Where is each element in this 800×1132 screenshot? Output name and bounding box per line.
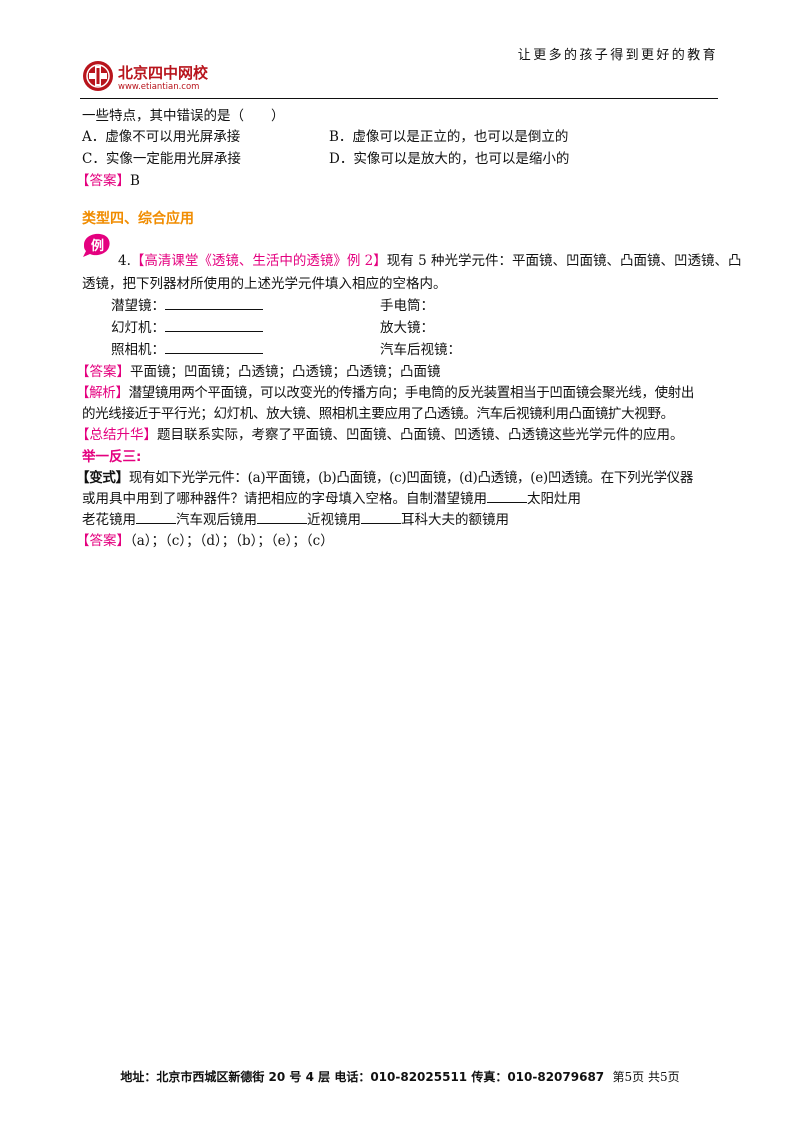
- item-label: 幻灯机：: [111, 320, 165, 336]
- example-badge-icon: 例: [83, 233, 110, 257]
- variant-text: 太阳灶用: [527, 491, 581, 507]
- q4-analysis-line2: 的光线接近于平行光；幻灯机、放大镜、照相机主要应用了凸透镜。汽车后视镜利用凸面镜…: [82, 406, 674, 422]
- answer-value: （a）；（c）；（d）；（b）；（e）；（c）: [130, 533, 334, 549]
- option-a: A．虚像不可以用光屏承接: [82, 129, 241, 145]
- variant-answer: 【答案】（a）；（c）；（d）；（b）；（e）；（c）: [76, 529, 334, 549]
- summary-tag: 【总结升华】: [76, 427, 157, 443]
- q4-analysis-line1: 【解析】潜望镜用两个平面镜，可以改变光的传播方向；手电筒的反光装置相当于凹面镜会…: [76, 381, 694, 401]
- q4-answer: 【答案】平面镜；凹面镜；凸透镜；凸透镜；凸透镜；凸面镜: [76, 360, 441, 380]
- answer-line: 【答案】B: [76, 169, 140, 189]
- analysis-text: 潜望镜用两个平面镜，可以改变光的传播方向；手电筒的反光装置相当于凹面镜会聚光线，…: [128, 385, 695, 401]
- logo-text: 北京四中网校: [118, 64, 209, 82]
- analysis-tag: 【解析】: [76, 385, 129, 401]
- variant-text: 耳科大夫的额镜用: [401, 512, 509, 528]
- option-d: D．实像可以是放大的，也可以是缩小的: [329, 151, 570, 167]
- answer-value: B: [130, 173, 140, 189]
- fill-flashlight: 手电筒：: [380, 298, 434, 314]
- variant-text: 或用具中用到了哪种器件？请把相应的字母填入空格。自制潜望镜用: [82, 491, 487, 507]
- q4-summary: 【总结升华】题目联系实际，考察了平面镜、凹面镜、凸面镜、凹透镜、凸透镜这些光学元…: [76, 423, 684, 443]
- variant-heading: 举一反三:: [82, 449, 142, 465]
- answer-tag: 【答案】: [76, 364, 130, 380]
- page-number: 第5页 共5页: [612, 1070, 680, 1084]
- q4-source: 【高清课堂《透镜、生活中的透镜》例 2】: [130, 253, 387, 269]
- fill-magnifier: 放大镜：: [380, 320, 434, 336]
- variant-text: 现有如下光学元件：(a)平面镜，(b)凸面镜，(c)凹面镜，(d)凸透镜，(e)…: [128, 470, 694, 486]
- variant-line3: 老花镜用 汽车观后镜用 近视镜用 耳科大夫的额镜用: [82, 508, 509, 528]
- logo-url: www.etiantian.com: [118, 82, 200, 92]
- variant-tag: 【变式】: [76, 470, 129, 486]
- answer-blank[interactable]: [487, 490, 527, 503]
- answer-value: 平面镜；凹面镜；凸透镜；凸透镜；凸透镜；凸面镜: [130, 364, 441, 380]
- fill-projector: 幻灯机：: [111, 316, 263, 336]
- q4-line2: 透镜，把下列器材所使用的上述光学元件填入相应的空格内。: [82, 276, 447, 292]
- q4-line1: 4.【高清课堂《透镜、生活中的透镜》例 2】现有 5 种光学元件：平面镜、凹面镜…: [118, 249, 741, 269]
- answer-blank[interactable]: [257, 511, 307, 524]
- header-divider: [80, 98, 718, 99]
- item-label: 照相机：: [111, 342, 165, 358]
- answer-blank[interactable]: [165, 341, 263, 354]
- logo-emblem-icon: [83, 61, 113, 91]
- answer-blank[interactable]: [136, 511, 176, 524]
- option-c: C．实像一定能用光屏承接: [82, 151, 241, 167]
- answer-blank[interactable]: [361, 511, 401, 524]
- page-footer: 地址：北京市西城区新德街 20 号 4 层 电话：010-82025511 传真…: [0, 1068, 800, 1085]
- answer-tag: 【答案】: [76, 533, 130, 549]
- variant-text: 汽车观后镜用: [176, 512, 257, 528]
- q4-text1: 现有 5 种光学元件：平面镜、凹面镜、凸面镜、凹透镜、凸: [386, 253, 742, 269]
- fill-rearview-mirror: 汽车后视镜：: [380, 342, 461, 358]
- q4-number: 4.: [118, 253, 131, 269]
- fill-camera: 照相机：: [111, 338, 263, 358]
- slogan: 让更多的孩子得到更好的教育: [517, 48, 718, 63]
- section-title: 类型四、综合应用: [82, 211, 194, 227]
- option-b: B．虚像可以是正立的，也可以是倒立的: [329, 129, 569, 145]
- question-text: 一些特点，其中错误的是（ ）: [82, 108, 285, 124]
- variant-text: 老花镜用: [82, 512, 136, 528]
- footer-address: 地址：北京市西城区新德街 20 号 4 层 电话：010-82025511 传真…: [120, 1070, 605, 1084]
- svg-text:例: 例: [91, 238, 104, 254]
- answer-tag: 【答案】: [76, 173, 130, 189]
- variant-line2: 或用具中用到了哪种器件？请把相应的字母填入空格。自制潜望镜用 太阳灶用: [82, 487, 581, 507]
- variant-line1: 【变式】现有如下光学元件：(a)平面镜，(b)凸面镜，(c)凹面镜，(d)凸透镜…: [76, 466, 693, 486]
- summary-text: 题目联系实际，考察了平面镜、凹面镜、凸面镜、凹透镜、凸透镜这些光学元件的应用。: [157, 427, 684, 443]
- answer-blank[interactable]: [165, 319, 263, 332]
- variant-text: 近视镜用: [307, 512, 361, 528]
- fill-periscope: 潜望镜：: [111, 294, 263, 314]
- answer-blank[interactable]: [165, 297, 263, 310]
- item-label: 潜望镜：: [111, 298, 165, 314]
